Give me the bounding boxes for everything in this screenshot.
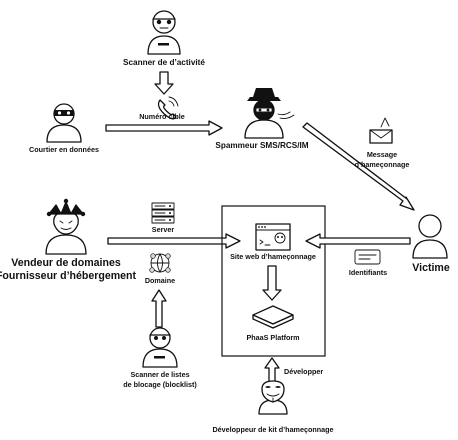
phishing-message-label-line2: d’hameçonnage [355,160,410,169]
victim-to-site-arrow [305,233,411,249]
site-to-platform-arrow [262,265,282,301]
server-icon [151,202,175,224]
blocklist-scanner-label-line2: de blocage (blocklist) [123,380,197,389]
spammer-icon [244,88,295,139]
spammer-to-victim-arrow [302,122,415,211]
phishing-site-label: Site web d’hameçonnage [230,252,316,261]
activity-scanner-label: Scanner de d’activité [123,58,205,67]
blocklist-scanner-label-line1: Scanner de listes [130,370,189,379]
domain-vendor-icon [45,198,87,255]
scanner-to-phone-arrow [154,71,174,95]
phone-icon [157,96,179,120]
domain-label: Domaine [145,276,175,285]
phaas-platform-label: PhaaS Platform [246,333,299,342]
blocklist-scanner-icon [142,327,178,368]
developer-to-platform-arrow [264,357,280,385]
broker-to-spammer-arrow [105,120,223,136]
victim-label: Victime [412,262,450,274]
kit-developer-label: Développeur de kit d’hameçonnage [212,425,333,434]
phishing-site-icon [255,223,291,251]
vendor-to-site-arrow [107,233,241,249]
kit-developer-icon [258,380,288,415]
phishing-message-label-line1: Message [367,150,397,159]
data-broker-label: Courtier en données [29,145,99,154]
data-broker-icon [46,103,82,143]
domain-vendor-label-line1: Vendeur de domaines [11,257,121,269]
develop-label: Développer [284,367,323,376]
target-number-label: Numéro cible [139,112,185,121]
credentials-label: Identifiants [349,268,387,277]
phaas-ecosystem-frame [221,205,326,357]
activity-scanner-icon [147,10,181,55]
message-envelope-icon [369,117,393,144]
victim-icon [412,214,448,259]
spammer-label: Spammeur SMS/RCS/IM [215,141,308,150]
platform-icon [252,305,294,329]
blocklist-to-domain-arrow [151,289,167,328]
domain-vendor-label-line2: Fournisseur d’hébergement [0,270,137,282]
credentials-card-icon [354,249,381,265]
globe-icon [149,253,171,273]
server-label: Server [152,225,175,234]
